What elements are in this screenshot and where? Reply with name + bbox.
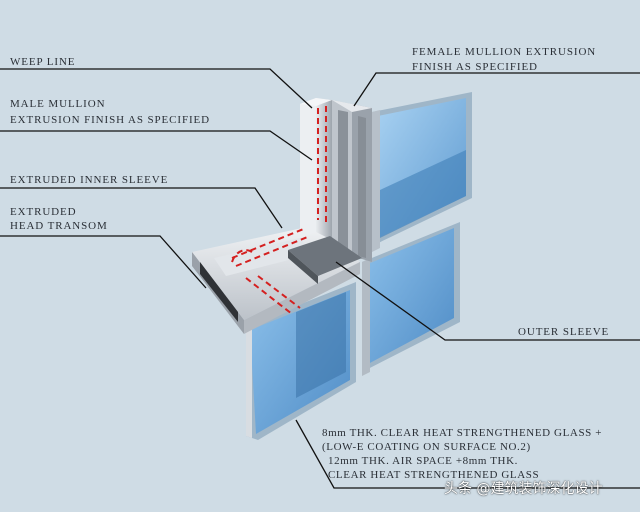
watermark: 头条 @建筑装饰深化设计 <box>444 481 603 497</box>
label-male-mullion-line1: MALE MULLION <box>10 98 106 110</box>
weep-line-curve <box>231 249 253 263</box>
glass-spec-line2: (LOW-E COATING ON SURFACE NO.2) <box>322 441 531 453</box>
leader-male-mullion <box>0 130 313 161</box>
label-female-mullion-line2: FINISH AS SPECIFIED <box>412 61 538 73</box>
glass-spec-line3: 12mm THK. AIR SPACE +8mm THK. <box>328 455 518 467</box>
glass-spec-line1: 8mm THK. CLEAR HEAT STRENGTHENED GLASS + <box>322 427 603 439</box>
leader-outer-sleeve <box>335 261 640 341</box>
label-head-transom-line1: EXTRUDED <box>10 206 77 218</box>
leader-female-mullion <box>353 72 640 107</box>
weep-line-horizontal-a <box>231 227 307 259</box>
leader-weep-line <box>0 68 313 109</box>
lower-left-glass-unit <box>246 282 356 440</box>
weep-line-lower-b <box>257 275 301 309</box>
leader-inner-sleeve <box>0 187 283 229</box>
outer-sleeve-block <box>288 236 362 284</box>
label-head-transom-line2: HEAD TRANSOM <box>10 220 108 232</box>
label-female-mullion-line1: FEMALE MULLION EXTRUSION <box>412 46 597 58</box>
label-weep-line: WEEP LINE <box>10 56 76 68</box>
mullion <box>300 98 372 262</box>
upper-right-glass-unit <box>372 92 472 252</box>
weep-line-horizontal-b <box>235 235 311 267</box>
glass-spec-note: 8mm THK. CLEAR HEAT STRENGTHENED GLASS +… <box>322 426 602 482</box>
weep-lines <box>231 106 327 315</box>
leader-lines <box>0 68 640 489</box>
leader-head-transom <box>0 235 207 289</box>
label-inner-sleeve: EXTRUDED INNER SLEEVE <box>10 174 169 186</box>
label-outer-sleeve: OUTER SLEEVE <box>518 326 610 338</box>
lower-right-glass-unit <box>362 222 460 376</box>
label-male-mullion-line2: EXTRUSION FINISH AS SPECIFIED <box>10 114 210 126</box>
leader-glass-note <box>295 419 640 489</box>
glass-spec-line4: CLEAR HEAT STRENGTHENED GLASS <box>328 469 540 481</box>
